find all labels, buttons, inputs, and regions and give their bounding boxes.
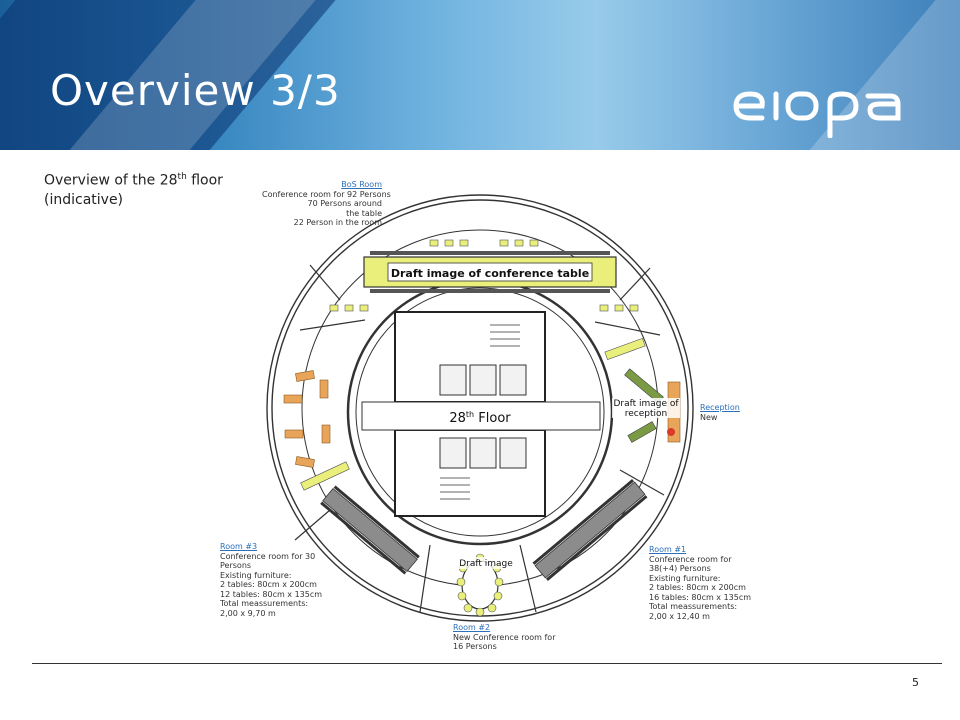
bos-room-line: the table	[346, 208, 382, 218]
eiopa-logo	[733, 91, 901, 138]
room3-title: Room #3	[220, 542, 258, 551]
reception-label: Reception New	[700, 403, 740, 422]
draft-reception-label-1: Draft image of	[613, 399, 679, 409]
bos-room-label: BoS Room Conference room for 92 Persons …	[262, 180, 391, 228]
room3-line: Existing furniture:	[220, 570, 292, 580]
caption-line1: Overview of the 28	[44, 172, 178, 189]
room3-line: 2 tables: 80cm x 200cm	[220, 580, 317, 589]
room3-line: 12 tables: 80cm x 135cm	[220, 589, 323, 599]
room2-label: Room #2 New Conference room for 16 Perso…	[453, 623, 556, 652]
reception-title: Reception	[700, 403, 740, 412]
room1-line: 2 tables: 80cm x 200cm	[649, 583, 746, 592]
draft-conference-label: Draft image of conference table	[391, 267, 589, 280]
room1-line: 38(+4) Persons	[649, 564, 711, 573]
room3-line: 2,00 x 9,70 m	[220, 608, 276, 618]
room3-line: Conference room for 30	[220, 551, 316, 561]
slide-header	[0, 0, 960, 150]
room3-label: Room #3 Conference room for 30 Persons E…	[220, 542, 322, 618]
bos-room-line: Conference room for 92 Persons	[262, 189, 391, 199]
room2-line: New Conference room for	[453, 632, 556, 642]
bos-room-line: 22 Person in the room	[293, 218, 382, 227]
center-label-sup: th	[466, 410, 474, 419]
floor-center-label: 28th Floor	[449, 410, 511, 426]
room3-line: Total meassurements:	[220, 599, 309, 608]
center-label-number: 28	[449, 411, 466, 426]
room2-line: 16 Persons	[453, 642, 497, 651]
bos-room-title: BoS Room	[341, 180, 382, 189]
room1-line: Existing furniture:	[649, 573, 721, 583]
room1-line: Conference room for	[649, 554, 732, 564]
slide-title: Overview 3/3	[50, 66, 341, 115]
room3-line: Persons	[220, 561, 252, 570]
draft-room2-label: Draft image	[459, 559, 513, 569]
caption-sup: th	[177, 172, 187, 182]
reception-line: New	[700, 412, 718, 422]
room1-line: Total meassurements:	[649, 602, 738, 611]
draft-reception-label-2: reception	[625, 409, 667, 419]
room1-line: 16 tables: 80cm x 135cm	[649, 592, 752, 602]
room1-title: Room #1	[649, 545, 687, 554]
footer-rule	[32, 663, 942, 664]
room2-title: Room #2	[453, 623, 491, 632]
floor-caption: Overview of the 28th floor (indicative)	[44, 168, 223, 210]
page-number: 5	[912, 676, 919, 689]
center-label-end: Floor	[474, 411, 511, 426]
bos-room-line: 70 Persons around	[307, 199, 382, 208]
room1-line: 2,00 x 12,40 m	[649, 611, 710, 621]
caption-line2: (indicative)	[44, 191, 124, 208]
room1-label: Room #1 Conference room for 38(+4) Perso…	[649, 545, 751, 621]
caption-line1-end: floor	[186, 172, 223, 189]
